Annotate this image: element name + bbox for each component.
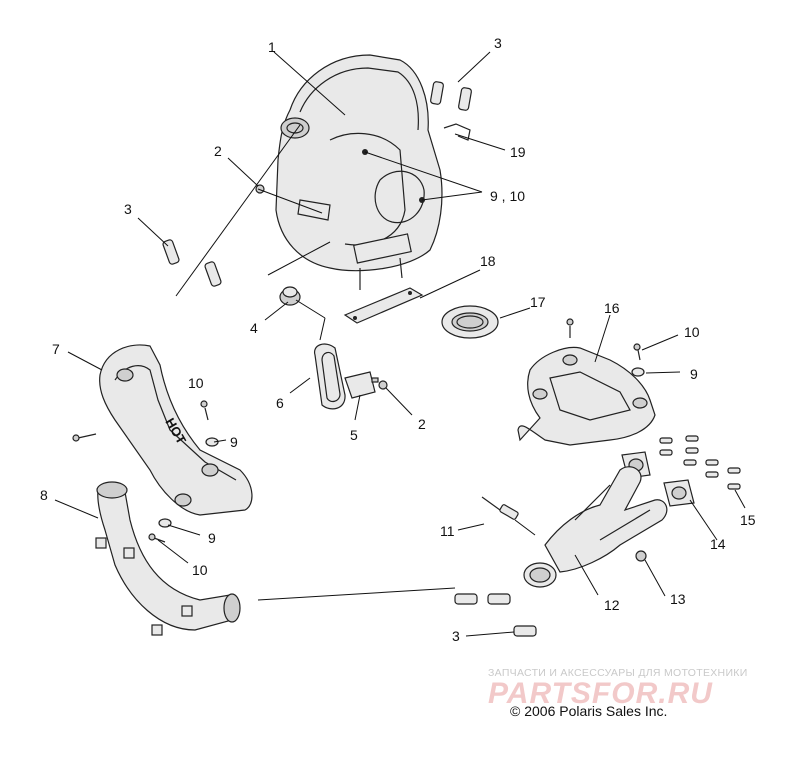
muffler-part (275, 54, 443, 290)
manifold-heat-shield-part (517, 346, 656, 446)
bolt-left-upper (72, 433, 97, 442)
leader-lines (54, 51, 746, 637)
gasket-ring-part (441, 305, 499, 339)
callout-15: 15 (740, 512, 756, 528)
callout-9-right: 9 (690, 366, 698, 382)
callout-3-upper: 3 (494, 35, 502, 51)
callout-17: 17 (530, 294, 546, 310)
oxygen-sensor-part (481, 496, 519, 520)
callout-12: 12 (604, 597, 620, 613)
manifold-nut-part (635, 550, 647, 562)
callout-2-upper: 2 (214, 143, 222, 159)
heat-shield-part: HOT (99, 344, 253, 516)
nut-part-upper (255, 184, 265, 194)
callout-11: 11 (440, 523, 455, 539)
callout-16: 16 (604, 300, 620, 316)
callout-2-lower: 2 (418, 416, 426, 432)
spring-clamp-upper-pair (430, 81, 472, 111)
stud-set-part (659, 435, 741, 490)
spring-clamp-lower-pair (454, 593, 511, 605)
callout-10-right: 10 (684, 324, 700, 340)
callout-19: 19 (510, 144, 526, 160)
spring-clip-part (443, 123, 471, 141)
mount-plate-part (343, 287, 424, 324)
callout-1: 1 (268, 39, 276, 55)
callout-8: 8 (40, 487, 48, 503)
callout-9-10: 9 , 10 (490, 188, 525, 204)
head-pipe-part (95, 481, 241, 636)
exhaust-manifold-part (523, 466, 668, 588)
callout-5: 5 (350, 427, 358, 443)
mounting-bracket-part (313, 343, 346, 410)
callout-3-left: 3 (124, 201, 132, 217)
grommet-part (279, 286, 301, 306)
nut-part-lower (378, 380, 388, 390)
callout-10-left-mid: 10 (192, 562, 208, 578)
watermark-logo: PARTSFOR.RU (488, 677, 713, 710)
callout-9-left-mid: 9 (208, 530, 216, 546)
callout-labels: 1 2 3 3 19 9 , 10 18 17 4 6 5 2 7 10 9 8… (40, 35, 756, 644)
bolt-10-left-mid (148, 533, 166, 543)
callout-14: 14 (710, 536, 726, 552)
spring-clamp-left-pair (162, 239, 222, 287)
bolt-10-left-top (200, 400, 209, 421)
copyright-text: © 2006 Polaris Sales Inc. (510, 703, 668, 719)
callout-4: 4 (250, 320, 258, 336)
washer-9-right (631, 367, 645, 377)
bolt-16-top (566, 318, 574, 338)
callout-10-left-top: 10 (188, 375, 204, 391)
isolator-part (344, 371, 379, 399)
callout-7: 7 (52, 341, 60, 357)
bolt-10-right (633, 343, 641, 361)
callout-3-bottom: 3 (452, 628, 460, 644)
manifold-gasket-part (621, 451, 695, 507)
callout-18: 18 (480, 253, 496, 269)
washer-9-left-top (205, 437, 219, 447)
callout-9-left-top: 9 (230, 434, 238, 450)
spring-clamp-bottom (513, 625, 537, 637)
watermark-subtitle: ЗАПЧАСТИ И АКСЕССУАРЫ ДЛЯ МОТОТЕХНИКИ (488, 667, 748, 679)
callout-13: 13 (670, 591, 686, 607)
callout-6: 6 (276, 395, 284, 411)
